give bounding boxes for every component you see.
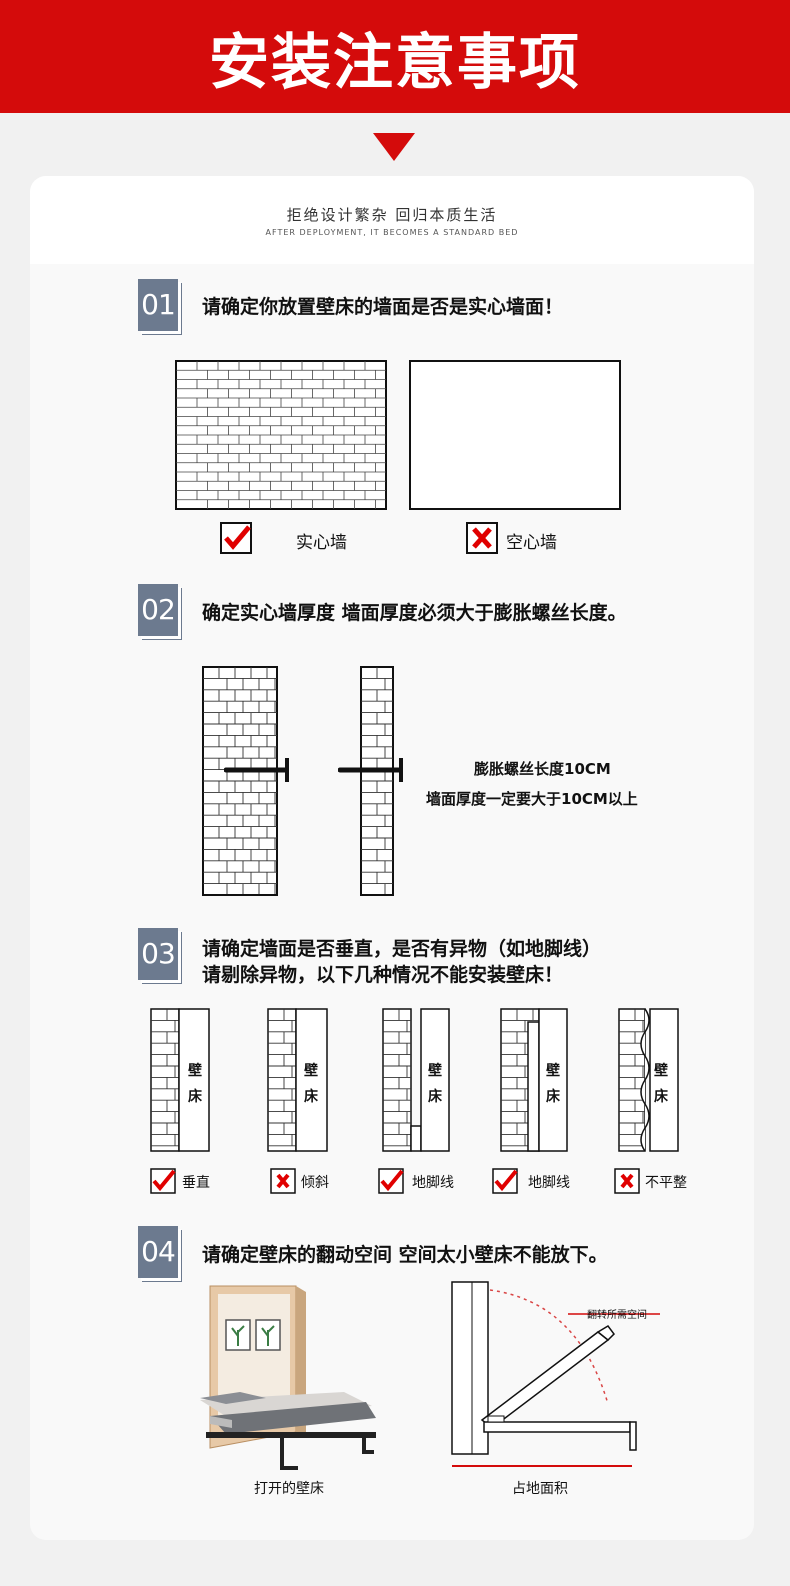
header-banner: 安装注意事项 [0,0,790,113]
bed-char: 床 [188,1089,202,1105]
step-number-badge: 01 [138,279,178,331]
step-title: 请确定壁床的翻动空间 空间太小壁床不能放下。 [202,1244,608,1266]
slogan-en: AFTER DEPLOYMENT, IT BECOMES A STANDARD … [265,228,519,237]
step-number-badge: 02 [138,584,178,636]
vertical-wall-diagram [150,1008,210,1152]
skirting-wall-diagram [500,1008,568,1152]
bed-char: 床 [304,1089,318,1105]
slogan: 拒绝设计繁杂 回归本质生活 [286,206,498,224]
case-label: 不平整 [645,1175,687,1191]
step-number-badge: 04 [138,1226,178,1278]
wall-thickness-note: 墙面厚度一定要大于10CM以上 [426,790,638,808]
skirting-wall-diagram [382,1008,450,1152]
step-title: 确定实心墙厚度 墙面厚度必须大于膨胀螺丝长度。 [202,602,627,624]
bed-char: 壁 [428,1063,442,1079]
rotation-space-note: 翻转所需空间 [587,1310,647,1321]
photo-caption: 打开的壁床 [254,1481,324,1497]
cross-icon [614,1168,640,1194]
bed-char: 壁 [546,1063,560,1079]
check-icon [492,1168,518,1194]
case-label: 倾斜 [301,1175,329,1191]
step-title: 请确定你放置壁床的墙面是否是实心墙面！ [202,296,564,318]
check-icon [220,522,252,554]
diagram-caption: 占地面积 [512,1481,568,1497]
cross-icon [270,1168,296,1194]
check-icon [150,1168,176,1194]
uneven-wall-diagram [618,1008,679,1152]
step-number-badge: 03 [138,928,178,980]
cross-icon [466,522,498,554]
bed-char: 床 [546,1089,560,1105]
tilted-wall-diagram [267,1008,328,1152]
page-title: 安装注意事项 [209,28,581,98]
bed-char: 床 [654,1089,668,1105]
down-arrow-icon [373,133,415,161]
case-label: 地脚线 [528,1175,570,1191]
option-label: 实心墙 [296,533,347,553]
bed-char: 壁 [304,1063,318,1079]
bed-char: 床 [428,1089,442,1105]
solid-wall-illustration [175,360,387,510]
case-label: 垂直 [182,1175,210,1191]
intro-header: 拒绝设计繁杂 回归本质生活 AFTER DEPLOYMENT, IT BECOM… [30,176,754,264]
open-wall-bed-photo [200,1285,376,1470]
screw-length-note: 膨胀螺丝长度10CM [474,760,611,778]
bed-char: 壁 [654,1063,668,1079]
bed-char: 壁 [188,1063,202,1079]
case-label: 地脚线 [412,1175,454,1191]
hollow-wall-illustration [409,360,621,510]
option-label: 空心墙 [506,533,557,553]
step-title: 请确定墙面是否垂直，是否有异物（如地脚线） [202,938,602,960]
thin-wall-section [360,666,394,896]
expansion-screw-icon [338,758,403,782]
expansion-screw-icon [224,758,289,782]
check-icon [378,1168,404,1194]
thick-wall-section [202,666,278,896]
content-card: 拒绝设计繁杂 回归本质生活 AFTER DEPLOYMENT, IT BECOM… [30,176,754,1540]
step-subtitle: 请剔除异物，以下几种情况不能安装壁床！ [202,964,564,986]
rotation-space-diagram [451,1281,660,1467]
